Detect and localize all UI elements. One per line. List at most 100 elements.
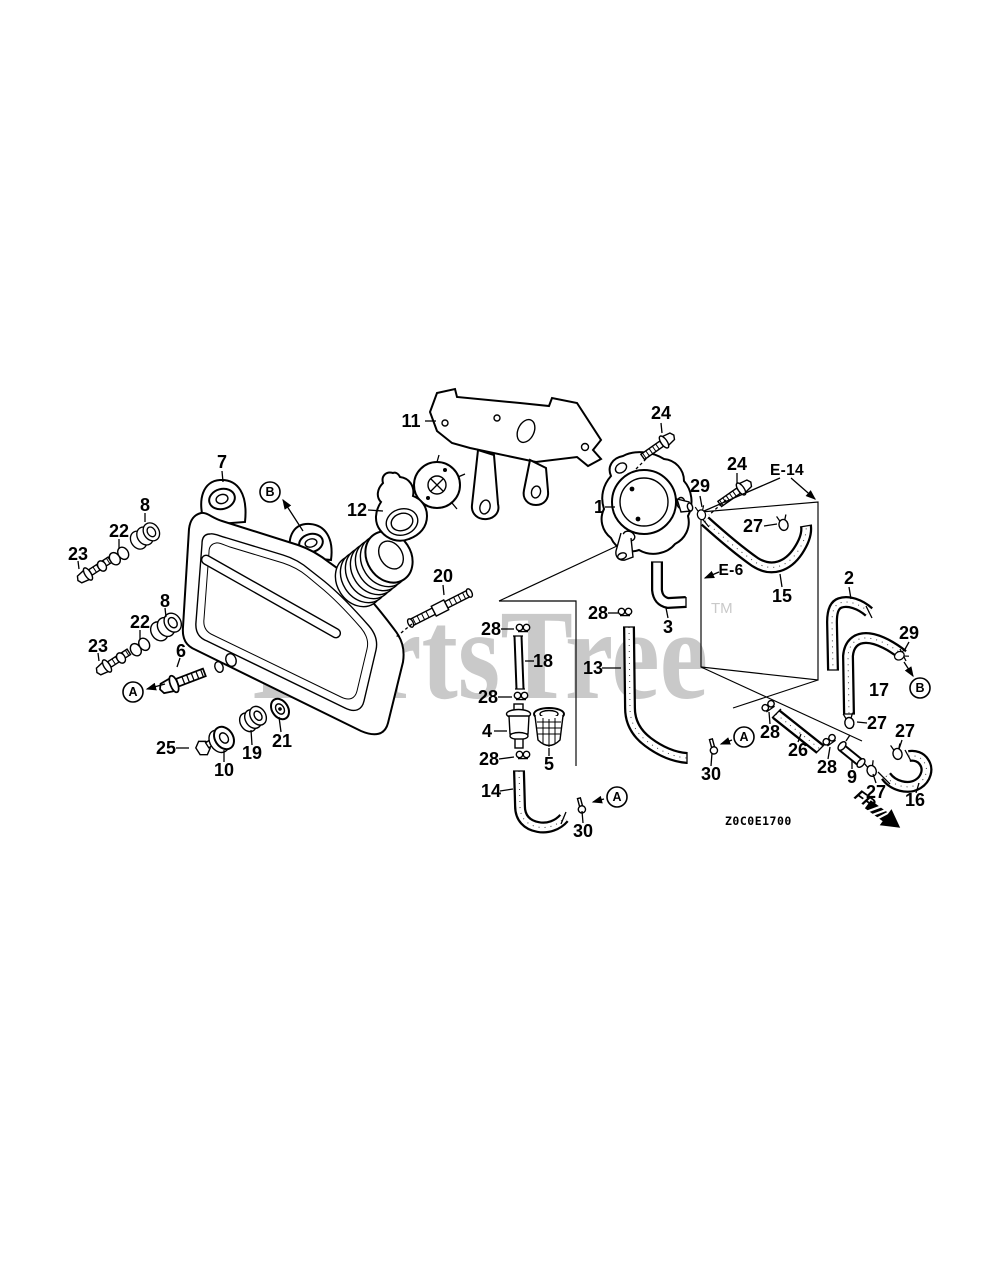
svg-text:A: A	[128, 685, 137, 699]
ref-circle-A: A	[606, 786, 628, 808]
washer-21	[270, 697, 290, 721]
leader-line	[176, 657, 181, 668]
leader-line	[797, 733, 802, 743]
part-callout-28: 28	[481, 619, 501, 639]
part-callout-28: 28	[588, 603, 608, 623]
fuel-hose-3	[651, 561, 687, 610]
assembly-axis-line	[395, 623, 413, 638]
part-callout-10: 10	[214, 760, 234, 780]
part-callout-23: 23	[88, 636, 108, 656]
group-frame-lines	[498, 501, 863, 766]
wire-clip-30-a	[574, 796, 588, 815]
fuel-tube-18	[513, 635, 525, 690]
part-callout-13: 13	[583, 658, 603, 678]
reference-arrow	[591, 795, 605, 804]
svg-text:B: B	[265, 485, 274, 499]
fuel-hose-16	[877, 749, 933, 793]
collar-22-rear	[127, 635, 153, 659]
leader-line	[367, 509, 384, 512]
part-callout-8: 8	[140, 495, 150, 515]
svg-text:A: A	[739, 730, 748, 744]
cup-washer-10	[208, 725, 235, 754]
reference-arrow	[790, 477, 816, 500]
fuel-tank	[181, 511, 405, 736]
part-callout-6: 6	[176, 641, 186, 661]
diagram-code: Z0C0E1700	[725, 814, 792, 828]
part-callout-28: 28	[817, 757, 837, 777]
fuel-hose-15	[699, 515, 813, 574]
reference-arrow	[903, 661, 914, 678]
part-callout-3: 3	[663, 617, 673, 637]
part-callout-24: 24	[651, 403, 671, 423]
part-callout-18: 18	[533, 651, 553, 671]
part-callout-28: 28	[760, 722, 780, 742]
leader-line	[77, 560, 80, 570]
leader-line	[915, 782, 920, 794]
part-callout-E-14: E-14	[770, 462, 804, 479]
part-callout-15: 15	[772, 586, 792, 606]
wire-clip-30-b	[706, 737, 720, 756]
stud-bolt-20	[406, 588, 474, 628]
part-callout-22: 22	[109, 521, 129, 541]
frame-line	[700, 666, 863, 742]
tube-clip-28-f	[821, 732, 838, 748]
front-direction-arrow	[864, 800, 901, 828]
leader-line	[872, 773, 877, 784]
part-callout-1: 1	[594, 497, 604, 517]
part-callout-2: 2	[844, 568, 854, 588]
fuel-joint-tube-9	[837, 734, 866, 768]
part-callout-14: 14	[481, 781, 501, 801]
reference-arrow	[145, 682, 166, 691]
leader-line	[498, 756, 515, 760]
pump-gasket-set	[375, 454, 466, 542]
frame-line	[499, 600, 577, 766]
fuel-joint	[505, 703, 532, 749]
part-callout-20: 20	[433, 566, 453, 586]
part-callout-19: 19	[242, 743, 262, 763]
part-callout-E-6: E-6	[718, 562, 743, 579]
part-callout-5: 5	[544, 754, 554, 774]
fuel-hose-13	[623, 626, 688, 764]
grommet-8-front	[126, 519, 164, 553]
tank-bracket	[428, 387, 603, 521]
part-callout-27: 27	[867, 713, 887, 733]
part-callout-12: 12	[347, 500, 367, 520]
bolt-6	[155, 652, 237, 699]
part-callout-17: 17	[869, 680, 889, 700]
svg-text:B: B	[915, 681, 924, 695]
leader-line	[903, 641, 910, 652]
leader-line	[848, 586, 852, 600]
hose-clamp-27-d	[863, 759, 879, 779]
part-callout-28: 28	[478, 687, 498, 707]
leader-lines	[77, 420, 920, 824]
hose-clamp-27-c	[889, 742, 905, 762]
part-callout-24: 24	[727, 454, 747, 474]
leader-line	[250, 729, 253, 746]
leader-line	[97, 652, 100, 662]
leader-line	[779, 573, 783, 588]
part-callout-7: 7	[217, 452, 227, 472]
leader-line	[581, 810, 584, 824]
leader-line	[221, 470, 224, 483]
bolt-23-rear	[92, 645, 134, 680]
part-callout-26: 26	[788, 740, 808, 760]
fuel-filter	[533, 707, 565, 747]
ref-circle-B: B	[259, 481, 281, 503]
assembly-axis-line	[708, 499, 727, 516]
tank-filler-neck	[334, 530, 414, 608]
reference-arrow	[719, 737, 733, 745]
fuel-pump	[600, 451, 694, 561]
hose-clamp-27-a	[775, 513, 791, 533]
leader-line	[898, 739, 903, 750]
part-callout-11: 11	[401, 411, 420, 431]
fuel-hose-17	[841, 631, 907, 715]
part-callout-30: 30	[573, 821, 593, 841]
part-callout-30: 30	[701, 764, 721, 784]
part-callout-29: 29	[899, 623, 919, 643]
leader-line	[442, 584, 445, 596]
leader-line	[703, 477, 781, 512]
bushing-19	[238, 705, 268, 733]
part-callout-16: 16	[905, 790, 925, 810]
